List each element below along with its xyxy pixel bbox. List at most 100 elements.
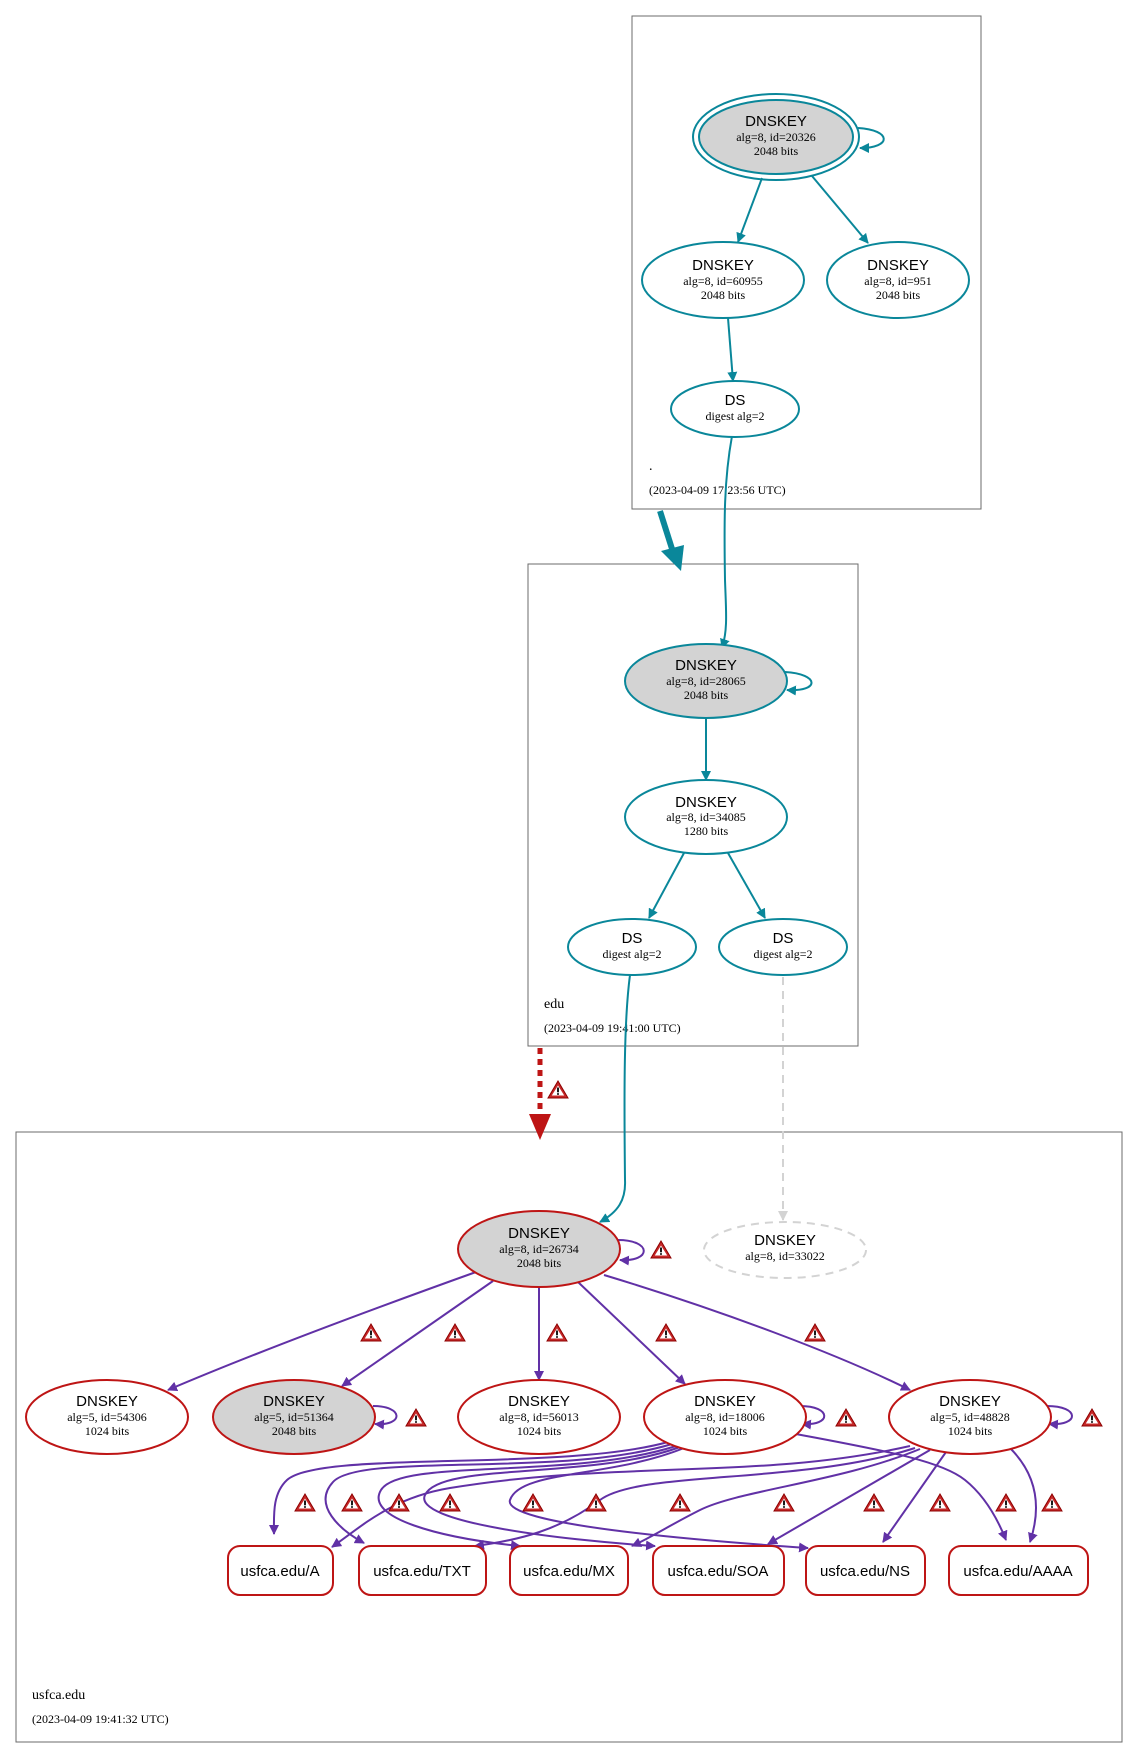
zone-edu-name: edu xyxy=(544,997,564,1012)
node-edu-zsk-id: alg=8, id=34085 xyxy=(666,810,746,824)
warning-triangle-icon xyxy=(585,1493,607,1512)
edge-usf-k4-soa xyxy=(423,1446,681,1551)
edge-root-zsk1-ds xyxy=(727,317,738,382)
edge-edu-zsk-ds1 xyxy=(648,852,685,919)
rrset-mx[interactable]: usfca.edu/MX xyxy=(509,1545,629,1596)
warning-triangle-icon xyxy=(360,1323,382,1342)
node-edu-ds2-type: DS xyxy=(773,930,794,947)
edge-usf-ksk-self xyxy=(617,1239,645,1266)
zone-root-box xyxy=(631,15,982,510)
warning-triangle-icon xyxy=(444,1323,466,1342)
node-root-ksk-type: DNSKEY xyxy=(745,113,807,130)
node-root-zsk2-type: DNSKEY xyxy=(867,257,929,274)
node-root-zsk-60955[interactable]: DNSKEY alg=8, id=60955 2048 bits xyxy=(641,241,805,319)
warning-triangle-icon xyxy=(388,1493,410,1512)
node-edu-ds-2[interactable]: DS digest alg=2 xyxy=(718,918,848,976)
edge-usf-k5-self xyxy=(1046,1405,1073,1430)
edge-root-ksk-self xyxy=(857,127,885,153)
node-usf-k2-id: alg=5, id=51364 xyxy=(254,1410,334,1424)
warning-triangle-icon xyxy=(669,1493,691,1512)
warning-triangle-icon xyxy=(294,1493,316,1512)
node-usf-ksk-type: DNSKEY xyxy=(508,1225,570,1242)
rrset-ns[interactable]: usfca.edu/NS xyxy=(805,1545,926,1596)
node-edu-ds1-type: DS xyxy=(622,930,643,947)
node-edu-zsk-type: DNSKEY xyxy=(675,794,737,811)
node-root-ksk[interactable]: DNSKEY alg=8, id=20326 2048 bits xyxy=(692,93,860,181)
rrset-soa[interactable]: usfca.edu/SOA xyxy=(652,1545,785,1596)
node-usf-key-56013[interactable]: DNSKEY alg=8, id=56013 1024 bits xyxy=(457,1379,621,1455)
warning-triangle-icon xyxy=(546,1323,568,1342)
node-usf-ksk-id: alg=8, id=26734 xyxy=(499,1242,579,1256)
warning-triangle-icon xyxy=(522,1493,544,1512)
node-edu-ds1-alg: digest alg=2 xyxy=(602,947,661,961)
edge-edu-zsk-ds2 xyxy=(727,852,766,919)
warning-triangle-icon xyxy=(863,1493,885,1512)
node-usf-k1-id: alg=5, id=54306 xyxy=(67,1410,147,1424)
warning-triangle-icon xyxy=(650,1240,672,1259)
rrset-txt[interactable]: usfca.edu/TXT xyxy=(358,1545,487,1596)
node-root-zsk2-id: alg=8, id=951 xyxy=(864,274,932,288)
warning-triangle-icon xyxy=(405,1408,427,1427)
node-usf-k5-size: 1024 bits xyxy=(948,1424,993,1438)
node-root-zsk1-size: 2048 bits xyxy=(701,288,746,302)
warning-triangle-icon xyxy=(835,1408,857,1427)
node-usf-missing-key[interactable]: DNSKEY alg=8, id=33022 xyxy=(703,1221,867,1279)
node-usf-k3-type: DNSKEY xyxy=(508,1393,570,1410)
zone-usfca-name: usfca.edu xyxy=(32,1688,85,1703)
node-root-zsk1-id: alg=8, id=60955 xyxy=(683,274,763,288)
node-usf-key-18006[interactable]: DNSKEY alg=8, id=18006 1024 bits xyxy=(643,1379,807,1455)
warning-triangle-icon xyxy=(804,1323,826,1342)
node-usf-key-51364[interactable]: DNSKEY alg=5, id=51364 2048 bits xyxy=(212,1379,376,1455)
node-usf-k5-id: alg=5, id=48828 xyxy=(930,1410,1010,1424)
node-edu-ksk-type: DNSKEY xyxy=(675,657,737,674)
node-usf-key-48828[interactable]: DNSKEY alg=5, id=48828 1024 bits xyxy=(888,1379,1052,1455)
edge-usf-k4-txt xyxy=(324,1443,673,1544)
node-root-zsk-951[interactable]: DNSKEY alg=8, id=951 2048 bits xyxy=(826,241,970,319)
rrset-aaaa-label: usfca.edu/AAAA xyxy=(963,1563,1072,1580)
node-edu-ksk[interactable]: DNSKEY alg=8, id=28065 2048 bits xyxy=(624,643,788,719)
edge-usf-k5-soa xyxy=(767,1449,931,1545)
rrset-soa-label: usfca.edu/SOA xyxy=(668,1563,769,1580)
warning-triangle-icon xyxy=(655,1323,677,1342)
node-edu-ds-1[interactable]: DS digest alg=2 xyxy=(567,918,697,976)
warning-triangle-icon xyxy=(439,1493,461,1512)
delegation-root-edu xyxy=(657,510,676,553)
delegation-root-edu-head xyxy=(661,545,684,571)
edge-usf-k5-aaaa xyxy=(1009,1447,1038,1543)
node-usf-k2-size: 2048 bits xyxy=(272,1424,317,1438)
rrset-a[interactable]: usfca.edu/A xyxy=(227,1545,334,1596)
node-usf-k4-type: DNSKEY xyxy=(694,1393,756,1410)
edge-usf-ksk-k5 xyxy=(603,1274,911,1391)
node-usf-key-54306[interactable]: DNSKEY alg=5, id=54306 1024 bits xyxy=(25,1379,189,1455)
delegation-edu-usfca-head xyxy=(529,1114,551,1140)
warning-triangle-icon xyxy=(929,1493,951,1512)
rrset-aaaa[interactable]: usfca.edu/AAAA xyxy=(948,1545,1089,1596)
warning-triangle-icon xyxy=(1081,1408,1103,1427)
node-root-ksk-id: alg=8, id=20326 xyxy=(736,130,816,144)
zone-usfca-timestamp: (2023-04-09 19:41:32 UTC) xyxy=(32,1712,169,1726)
node-usf-ksk[interactable]: DNSKEY alg=8, id=26734 2048 bits xyxy=(457,1210,621,1288)
edge-usf-k4-aaaa xyxy=(795,1433,1008,1541)
zone-usfca-box xyxy=(15,1131,1123,1743)
zone-root-name: . xyxy=(649,459,653,474)
warning-triangle-icon xyxy=(341,1493,363,1512)
rrset-a-label: usfca.edu/A xyxy=(240,1563,319,1580)
node-edu-ksk-id: alg=8, id=28065 xyxy=(666,674,746,688)
zone-root-timestamp: (2023-04-09 17:23:56 UTC) xyxy=(649,483,786,497)
edge-edu-ksk-self xyxy=(784,671,813,696)
edge-usf-k5-a xyxy=(331,1445,911,1548)
edge-usf-k5-txt xyxy=(474,1447,916,1550)
node-edu-zsk[interactable]: DNSKEY alg=8, id=34085 1280 bits xyxy=(624,779,788,855)
edge-usf-k4-mx xyxy=(377,1445,677,1551)
edge-usf-k4-a xyxy=(268,1441,669,1535)
node-usf-k1-type: DNSKEY xyxy=(76,1393,138,1410)
node-root-ds-type: DS xyxy=(725,392,746,409)
node-root-ds[interactable]: DS digest alg=2 xyxy=(670,380,800,438)
node-usf-k5-type: DNSKEY xyxy=(939,1393,1001,1410)
node-edu-ksk-size: 2048 bits xyxy=(684,688,729,702)
warning-triangle-icon xyxy=(1041,1493,1063,1512)
node-edu-ds2-alg: digest alg=2 xyxy=(753,947,812,961)
node-usf-missing-type: DNSKEY xyxy=(754,1232,816,1249)
warning-triangle-icon xyxy=(995,1493,1017,1512)
